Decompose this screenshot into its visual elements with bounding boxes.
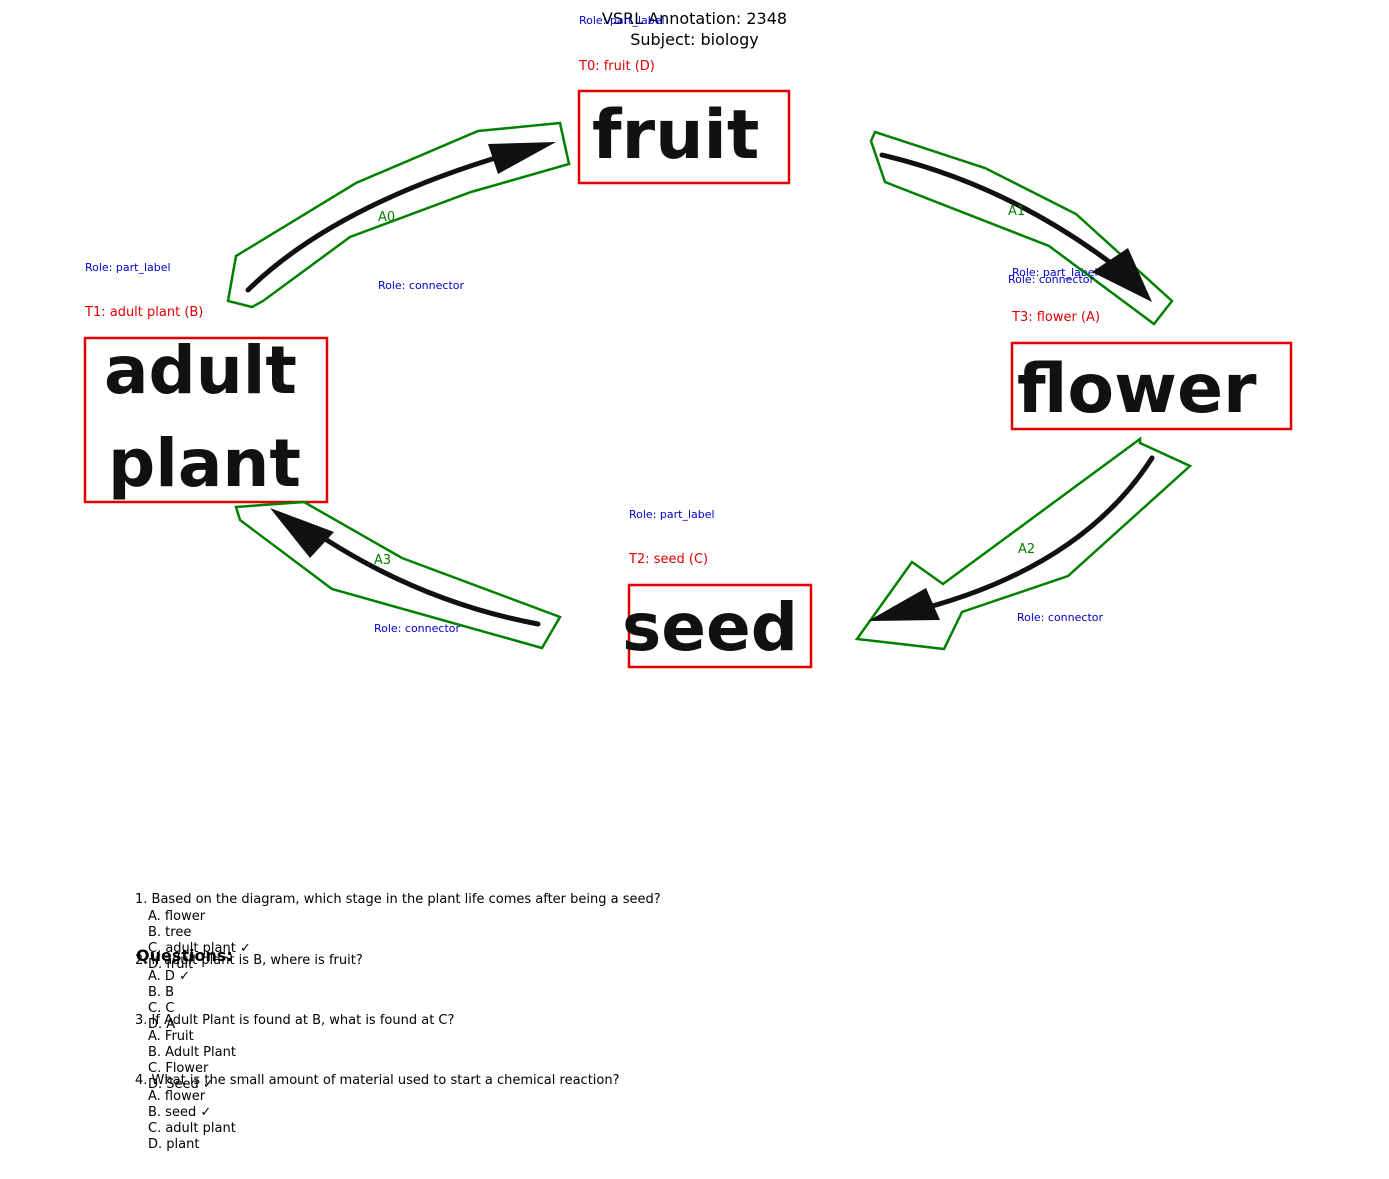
t3-label: T3: flower (A): [1011, 310, 1100, 325]
life-cycle-diagram: Role: part_label T0: fruit (D) fruit Rol…: [83, 14, 1293, 669]
t3-box: [1010, 341, 1293, 431]
arrow-a3: A3 Role: connector: [234, 500, 562, 650]
t2-role: Role: part_label: [629, 508, 715, 521]
question-1-option-c: C. adult plant ✓: [148, 941, 251, 956]
a1-head: [1092, 248, 1152, 302]
arrow-a1: A1 Role: connector: [869, 130, 1174, 326]
a3-label: A3: [374, 553, 391, 568]
subject-label: Subject: biology: [630, 30, 759, 49]
t3-word: flower: [1017, 350, 1257, 429]
t1-box: [83, 336, 329, 504]
t1-label: T1: adult plant (B): [84, 305, 203, 320]
t0-label: T0: fruit (D): [578, 59, 655, 74]
question-3-option-d: D. Seed ✓: [148, 1077, 214, 1092]
a2-box: [854, 436, 1193, 651]
t2-word: seed: [622, 589, 798, 666]
t1-word-line-2: plant: [108, 425, 301, 502]
text-box-t1: Role: part_label T1: adult plant (B) adu…: [83, 261, 329, 504]
question-4-option-c: C. adult plant: [148, 1121, 236, 1136]
annotation-title: VSRL Annotation: 2348: [601, 9, 788, 28]
t2-box: [627, 583, 813, 669]
question-1: 1. Based on the diagram, which stage in …: [135, 892, 661, 907]
a1-shaft: [879, 152, 1123, 273]
t3-role: Role: part_label: [1012, 266, 1098, 279]
t2-label: T2: seed (C): [628, 552, 708, 567]
a3-head: [270, 508, 334, 558]
question-4: 4. What is the small amount of material …: [135, 1073, 620, 1088]
question-1-option-a: A. flower: [148, 909, 206, 924]
question-2-option-c: C. C: [148, 1001, 175, 1016]
a0-role: Role: connector: [378, 279, 464, 292]
question-3: 3. If Adult Plant is found at B, what is…: [135, 1013, 455, 1028]
t0-role: Role: part_label: [579, 14, 665, 27]
a0-head: [488, 142, 556, 174]
a0-label: A0: [378, 210, 395, 225]
question-3-option-c: C. Flower: [148, 1061, 209, 1076]
arrow-a2: A2 Role: connector: [854, 436, 1193, 651]
a1-role: Role: connector: [1008, 273, 1094, 286]
questions-heading: Questions:: [136, 946, 233, 965]
text-box-t2: Role: part_label T2: seed (C) seed: [622, 508, 813, 669]
a1-label: A1: [1008, 204, 1025, 219]
text-box-t0: Role: part_label T0: fruit (D) fruit: [577, 14, 791, 185]
question-2-option-a: A. D ✓: [148, 969, 190, 984]
arrow-a0: A0 Role: connector: [226, 121, 571, 309]
a1-box: [869, 130, 1174, 326]
a0-box: [226, 121, 571, 309]
a0-shaft: [245, 145, 533, 293]
a2-shaft: [907, 455, 1155, 615]
question-3-option-b: B. Adult Plant: [148, 1045, 236, 1060]
t0-word: fruit: [592, 96, 759, 175]
question-4-option-d: D. plant: [148, 1137, 200, 1152]
a2-head: [868, 588, 940, 621]
question-2: 2. If adult plant is B, where is fruit?: [135, 953, 363, 968]
t1-role: Role: part_label: [85, 261, 171, 274]
question-2-option-b: B. B: [148, 985, 175, 1000]
question-1-option-b: B. tree: [148, 925, 192, 940]
question-4-option-a: A. flower: [148, 1089, 206, 1104]
text-box-t3: Role: part_label T3: flower (A) flower: [1010, 266, 1293, 431]
a2-label: A2: [1018, 542, 1035, 557]
question-4-option-b: B. seed ✓: [148, 1105, 212, 1120]
a3-shaft: [297, 519, 541, 627]
a3-role: Role: connector: [374, 622, 460, 635]
question-1-option-d: D. fruit: [148, 957, 194, 972]
question-3-option-a: A. Fruit: [148, 1029, 194, 1044]
question-2-option-d: D. A: [148, 1017, 176, 1032]
a3-box: [234, 500, 562, 650]
t1-word-line-1: adult: [104, 332, 297, 409]
a2-role: Role: connector: [1017, 611, 1103, 624]
header: VSRL Annotation: 2348 Subject: biology: [0, 8, 1389, 50]
t0-box: [577, 89, 791, 185]
